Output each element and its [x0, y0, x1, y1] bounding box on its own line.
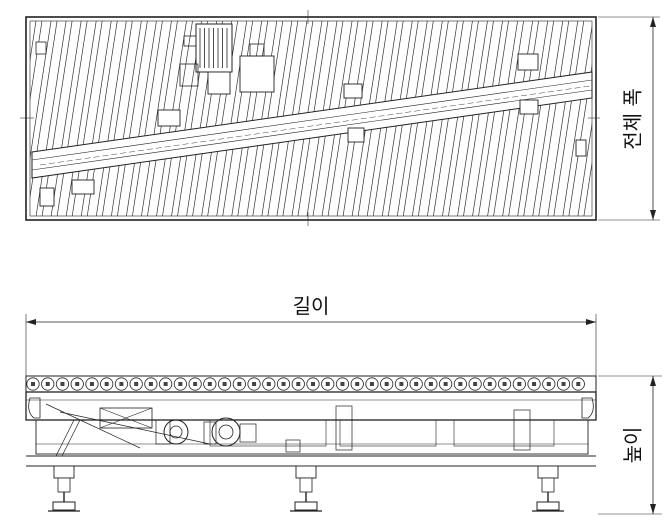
top-roller	[442, 21, 479, 216]
top-view: 전체 폭	[20, 10, 660, 226]
side-roller	[173, 377, 187, 391]
side-roller	[217, 377, 232, 391]
side-roller	[26, 377, 40, 391]
support-leg	[48, 465, 80, 512]
side-roller	[291, 377, 305, 391]
height-label: 높이	[621, 427, 645, 464]
side-roller	[276, 377, 291, 391]
side-roller	[409, 377, 423, 391]
side-roller	[497, 377, 512, 391]
side-roller	[571, 377, 585, 391]
side-roller	[55, 377, 70, 391]
side-roller	[335, 377, 350, 391]
top-view-center-marks	[20, 10, 600, 226]
side-view: 길이	[25, 294, 662, 515]
top-roller	[231, 21, 269, 216]
length-label: 길이	[293, 294, 330, 318]
width-dimension: 전체 폭	[598, 16, 660, 221]
side-roller	[380, 377, 394, 391]
side-roller	[439, 377, 453, 391]
height-dimension: 높이	[598, 375, 662, 515]
top-roller	[35, 21, 73, 216]
side-roller	[483, 377, 497, 391]
top-roller	[111, 21, 148, 216]
top-view-brackets	[35, 41, 587, 207]
diagonal-chain-belt	[31, 71, 593, 179]
width-label: 전체 폭	[621, 88, 645, 150]
top-view-inner-frame	[29, 20, 593, 217]
top-view-rollers	[30, 21, 592, 216]
top-roller	[50, 21, 88, 216]
side-roller	[542, 377, 556, 391]
support-leg	[532, 465, 564, 512]
top-roller	[517, 21, 555, 216]
side-roller	[365, 377, 379, 391]
side-roller	[232, 377, 246, 391]
side-roller	[144, 377, 158, 391]
top-roller	[577, 122, 592, 216]
side-roller	[321, 377, 335, 391]
side-roller	[512, 377, 526, 391]
side-roller	[114, 377, 129, 391]
side-roller	[468, 377, 482, 391]
side-roller	[556, 377, 571, 391]
side-roller	[394, 377, 409, 391]
length-dimension: 길이	[25, 294, 597, 376]
drive-motor-assembly	[99, 405, 531, 453]
side-frame	[25, 391, 597, 421]
side-roller	[527, 377, 541, 391]
side-roller	[129, 377, 143, 391]
side-roller	[41, 377, 55, 391]
top-roller	[472, 21, 509, 216]
side-roller	[70, 377, 84, 391]
side-roller	[453, 377, 467, 391]
top-roller	[487, 21, 524, 216]
top-roller	[95, 21, 133, 216]
side-roller	[424, 377, 438, 391]
top-roller	[216, 21, 254, 216]
side-view-rollers	[26, 377, 585, 391]
side-roller	[262, 377, 276, 391]
side-roller	[100, 377, 114, 391]
top-view-frame	[25, 16, 597, 221]
side-roller	[350, 377, 364, 391]
support-legs	[48, 465, 564, 512]
top-roller	[532, 21, 570, 216]
side-roller	[85, 377, 99, 391]
side-roller	[159, 377, 173, 391]
side-roller	[247, 377, 261, 391]
side-roller	[203, 377, 217, 391]
top-roller	[126, 21, 163, 216]
top-roller	[562, 24, 592, 216]
side-roller	[188, 377, 202, 391]
top-roller	[502, 21, 539, 216]
top-roller	[457, 21, 494, 216]
support-leg	[290, 465, 322, 512]
top-view-motor	[179, 23, 275, 95]
top-roller	[547, 21, 585, 216]
side-roller	[306, 377, 320, 391]
